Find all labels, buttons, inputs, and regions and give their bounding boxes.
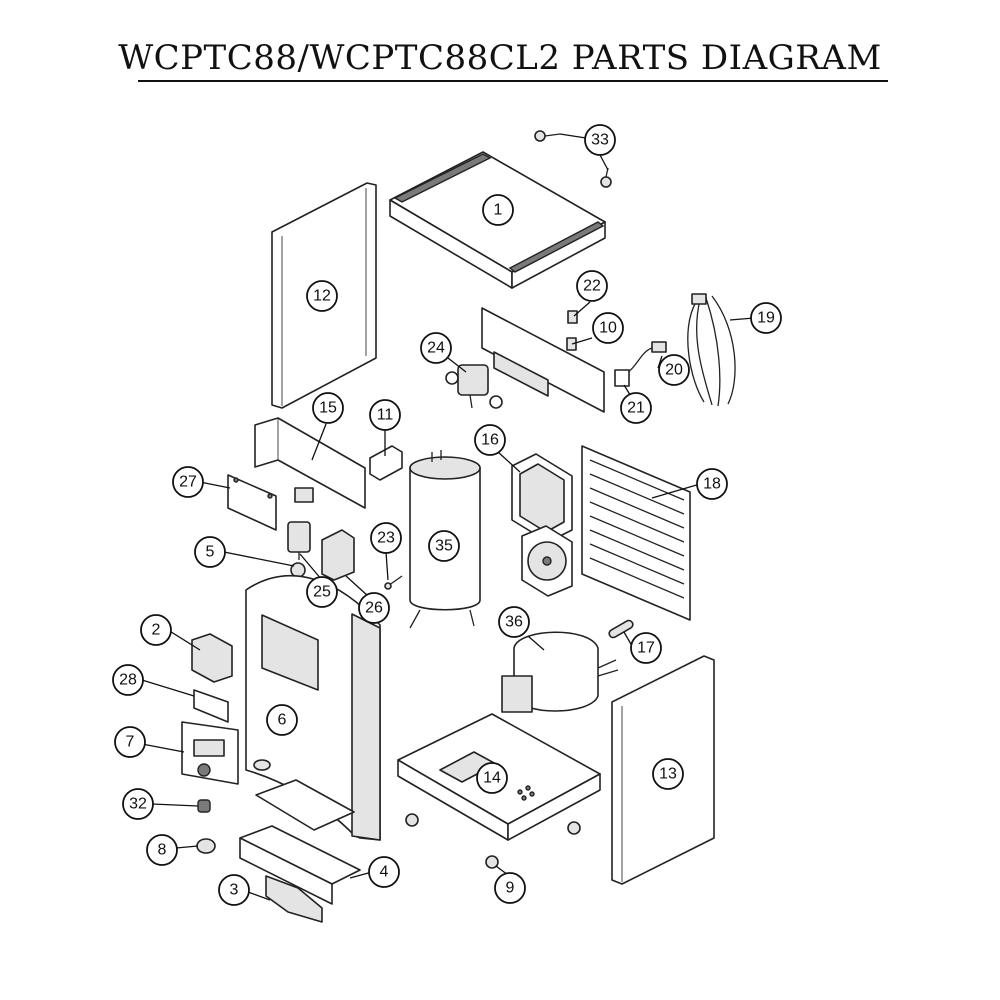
callout-20: 20 [658,354,690,386]
callout-1: 1 [482,194,514,226]
svg-text:9: 9 [506,880,515,897]
callout-23: 23 [370,522,402,554]
part-front-label [265,875,323,923]
part-transformer [321,529,355,581]
svg-text:22: 22 [583,278,601,295]
callout-13: 13 [652,758,684,790]
callout-11: 11 [369,399,401,431]
callout-8: 8 [146,834,178,866]
callout-12: 12 [306,280,338,312]
svg-text:24: 24 [427,340,445,357]
svg-text:15: 15 [319,400,337,417]
leader-lines [141,133,755,901]
callout-28: 28 [112,664,144,696]
callout-24: 24 [420,332,452,364]
part-compressor [501,631,619,713]
callout-33: 33 [584,124,616,156]
svg-text:6: 6 [278,712,287,729]
callout-16: 16 [474,424,506,456]
callout-21: 21 [620,392,652,424]
svg-text:35: 35 [435,538,453,555]
part-feet [405,813,581,869]
part-tank [409,450,481,629]
part-pcb-board [227,474,277,531]
callout-2: 2 [140,614,172,646]
callout-36: 36 [498,606,530,638]
title-underline [138,80,888,82]
part-wire-harness [687,293,736,407]
svg-text:27: 27 [179,474,197,491]
svg-text:19: 19 [757,310,775,327]
part-fan [521,525,573,597]
part-valve [445,364,503,409]
svg-text:28: 28 [119,672,137,689]
callout-5: 5 [194,536,226,568]
svg-text:17: 17 [637,640,655,657]
part-mount-bracket [254,417,366,509]
svg-text:5: 5 [206,544,215,561]
part-control-bracket [481,307,605,413]
callout-19: 19 [750,302,782,334]
part-fan-shroud [511,453,573,543]
callout-3: 3 [218,874,250,906]
part-knob [290,562,306,578]
part-solenoid [287,521,311,560]
part-button [196,838,216,854]
callout-9: 9 [494,872,526,904]
svg-text:2: 2 [152,622,161,639]
diagram-title: WCPTC88/WCPTC88CL2 PARTS DIAGRAM [118,38,882,78]
svg-text:3: 3 [230,882,239,899]
svg-text:12: 12 [313,288,331,305]
part-small-cover [191,633,233,683]
svg-text:14: 14 [483,770,501,787]
part-spring [197,799,211,813]
svg-text:4: 4 [380,864,389,881]
callout-14: 14 [476,762,508,794]
callout-26: 26 [358,592,390,624]
callout-35: 35 [428,530,460,562]
callout-32: 32 [122,788,154,820]
part-control-panel [181,721,239,785]
part-power-cord [614,341,667,387]
callout-17: 17 [630,632,662,664]
part-front-panel [245,574,381,841]
callout-6: 6 [266,704,298,736]
svg-text:32: 32 [129,796,147,813]
svg-text:18: 18 [703,476,721,493]
part-small-bracket [369,445,403,481]
callout-4: 4 [368,856,400,888]
svg-text:21: 21 [627,400,645,417]
callout-27: 27 [172,466,204,498]
svg-text:33: 33 [591,132,609,149]
svg-text:20: 20 [665,362,683,379]
callout-18: 18 [696,468,728,500]
part-label-plate [193,689,229,723]
callout-10: 10 [592,312,624,344]
svg-text:23: 23 [377,530,395,547]
svg-text:10: 10 [599,320,617,337]
svg-text:16: 16 [481,432,499,449]
callout-22: 22 [576,270,608,302]
callout-7: 7 [114,726,146,758]
part-drip-tray [239,779,361,905]
part-probe [384,575,403,590]
callout-15: 15 [312,392,344,424]
svg-text:11: 11 [377,407,394,424]
part-filter-dryer [608,619,634,639]
svg-text:13: 13 [659,766,677,783]
svg-text:25: 25 [313,584,331,601]
svg-text:7: 7 [126,734,135,751]
svg-text:26: 26 [365,600,383,617]
svg-text:8: 8 [158,842,167,859]
part-condenser [581,445,691,621]
callout-25: 25 [306,576,338,608]
part-screws [534,130,612,188]
svg-text:36: 36 [505,614,523,631]
svg-text:1: 1 [494,202,503,219]
